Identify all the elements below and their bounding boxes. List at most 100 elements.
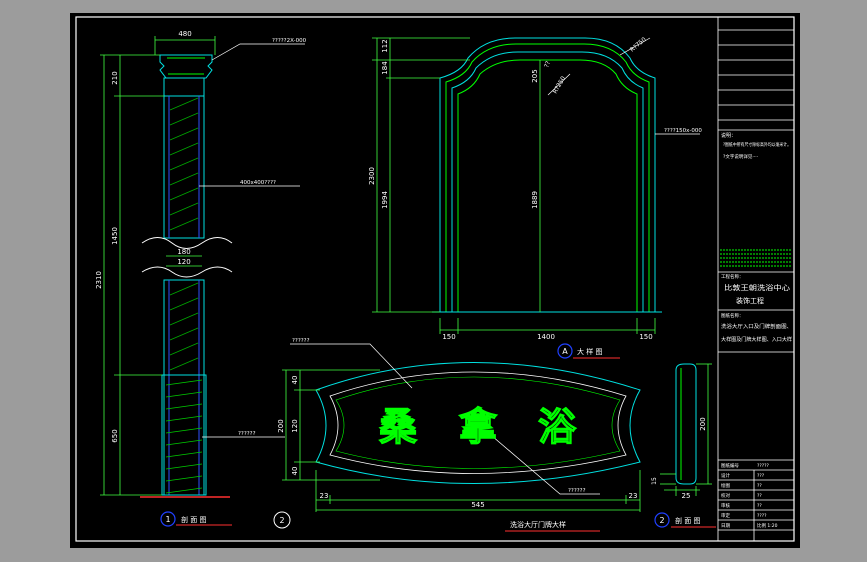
dim-480: 480 xyxy=(178,30,191,38)
view-marker-1 xyxy=(160,511,176,527)
cap-inner xyxy=(167,57,205,75)
sign-inner xyxy=(329,371,627,474)
tb-rows: 图纸编号 ????? 设计 ??? 绘图 ?? 校对 ?? 审核 ?? 审定 ?… xyxy=(721,462,778,529)
sign-characters: 桑 拿 浴 xyxy=(378,404,577,449)
drawing-frame xyxy=(75,16,795,542)
tb-notes-line1: ?图纸中所有尺寸除标高外均以毫米计。 xyxy=(723,141,791,148)
dim-650: 650 xyxy=(111,429,119,442)
dim-23-left: 23 xyxy=(320,492,329,500)
dim-1450: 1450 xyxy=(111,227,119,245)
tb-row-0-left: 图纸编号 xyxy=(721,462,739,469)
tb-drawing-name-2: 大样图及门牌大样图、入口大样 xyxy=(721,336,792,343)
view-number-side: 2 xyxy=(659,516,664,525)
base-plinth xyxy=(161,374,207,496)
dim-1400: 1400 xyxy=(537,333,555,341)
view-marker-sign xyxy=(273,511,291,529)
hatch-upper xyxy=(169,97,199,231)
tb-drawing-name-1: 洗浴大厅入口及门牌剖面图、 xyxy=(721,323,792,330)
side-outline xyxy=(675,363,697,485)
view-number-sign: 2 xyxy=(279,516,284,525)
view-title-A: 大 样 图 xyxy=(577,347,602,356)
dimensions-arch xyxy=(372,37,656,334)
tb-row-2-left: 绘图 xyxy=(721,482,730,489)
hatch-lower xyxy=(169,282,199,371)
tb-row-5-right: ???? xyxy=(757,513,767,519)
title-block xyxy=(717,17,794,541)
view-number-1: 1 xyxy=(165,515,170,524)
dim-40-bottom: 40 xyxy=(291,467,299,476)
arch-leader-text: ????150x-000 xyxy=(664,128,702,134)
hatch-base xyxy=(165,379,203,494)
view-number-A: A xyxy=(562,347,568,356)
leader-text-mid: 400x400???? xyxy=(240,180,276,186)
break-line-top xyxy=(141,237,233,249)
arch-inner xyxy=(457,59,638,312)
leader-text-top: ?????2X-000 xyxy=(272,38,307,44)
tb-row-3-left: 校对 xyxy=(721,492,730,499)
break-line-bottom xyxy=(141,266,233,278)
dim-200-sign: 200 xyxy=(277,419,285,432)
dim-23-right: 23 xyxy=(629,492,638,500)
section-left xyxy=(100,36,305,498)
tb-row-4-right: ?? xyxy=(757,503,762,509)
view-title-1: 剖 面 图 xyxy=(181,515,206,524)
side-section xyxy=(660,363,712,496)
leader-text-bottom: ?????? xyxy=(238,431,256,437)
sign-plate xyxy=(282,343,641,512)
side-dim-15: 15 xyxy=(651,477,658,485)
tb-project-name-1: 比敦王朝洗浴中心 xyxy=(724,283,790,292)
sign-inner-2 xyxy=(335,376,621,469)
dim-120-sign: 120 xyxy=(291,419,299,432)
title-block-green-band xyxy=(720,249,792,267)
tb-drawing-label: 图纸名称： xyxy=(721,312,744,319)
tb-row-1-right: ??? xyxy=(757,473,765,479)
dim-112: 112 xyxy=(381,39,389,52)
dim-top-right: ?? xyxy=(543,60,552,68)
view-marker-A xyxy=(557,343,573,359)
tb-project-label: 工程名称： xyxy=(721,273,744,280)
arch-outer xyxy=(439,37,656,312)
arch-mid-1 xyxy=(445,43,650,312)
dim-210: 210 xyxy=(111,71,119,84)
view-title-side: 剖 面 图 xyxy=(675,516,700,525)
sign-leader-top: ?????? xyxy=(292,338,310,344)
tb-notes-line2: ?文字说明详见···· xyxy=(723,153,758,160)
dim-545: 545 xyxy=(471,501,484,509)
side-dim-200: 200 xyxy=(699,417,707,430)
dim-2310: 2310 xyxy=(95,271,103,289)
arch-leaders xyxy=(547,37,700,135)
view-marker-side xyxy=(654,512,670,528)
side-dim-25: 25 xyxy=(682,492,691,500)
dim-150-right: 150 xyxy=(639,333,652,341)
dimensions-sign xyxy=(282,369,641,512)
tb-row-3-right: ?? xyxy=(757,493,762,499)
dim-150-left: 150 xyxy=(442,333,455,341)
tb-row-2-right: ?? xyxy=(757,483,762,489)
tb-notes-label: 说明： xyxy=(721,132,736,139)
dim-205: 205 xyxy=(531,69,539,82)
tb-row-1-left: 设计 xyxy=(721,472,730,479)
dim-2300: 2300 xyxy=(368,167,376,185)
leaders-left xyxy=(199,43,305,438)
dimensions-left xyxy=(100,36,216,496)
sign-leader-bottom: ?????? xyxy=(568,488,586,494)
view-label-A: A 大 样 图 xyxy=(557,343,620,359)
tb-project-name-2: 装饰工程 xyxy=(736,296,764,305)
view-title-sign: 洗浴大厅门牌大样 xyxy=(510,520,566,529)
sign-char-2: 拿 xyxy=(459,405,497,449)
dim-1994: 1994 xyxy=(381,191,389,209)
tb-row-0-right: ????? xyxy=(757,463,770,469)
view-label-1: 1 剖 面 图 xyxy=(160,511,232,527)
view-label-side: 2 剖 面 图 xyxy=(654,512,716,528)
sign-char-1: 桑 xyxy=(379,405,417,449)
tb-row-5-left: 审定 xyxy=(721,512,730,519)
dim-1889: 1889 xyxy=(531,191,539,209)
sign-leaders xyxy=(290,343,600,495)
dim-120: 120 xyxy=(177,258,190,266)
dim-184: 184 xyxy=(381,61,389,75)
column-upper xyxy=(163,95,205,239)
tb-row-6-right: 比例 1:20 xyxy=(757,522,778,529)
tb-row-4-left: 审核 xyxy=(721,502,730,509)
